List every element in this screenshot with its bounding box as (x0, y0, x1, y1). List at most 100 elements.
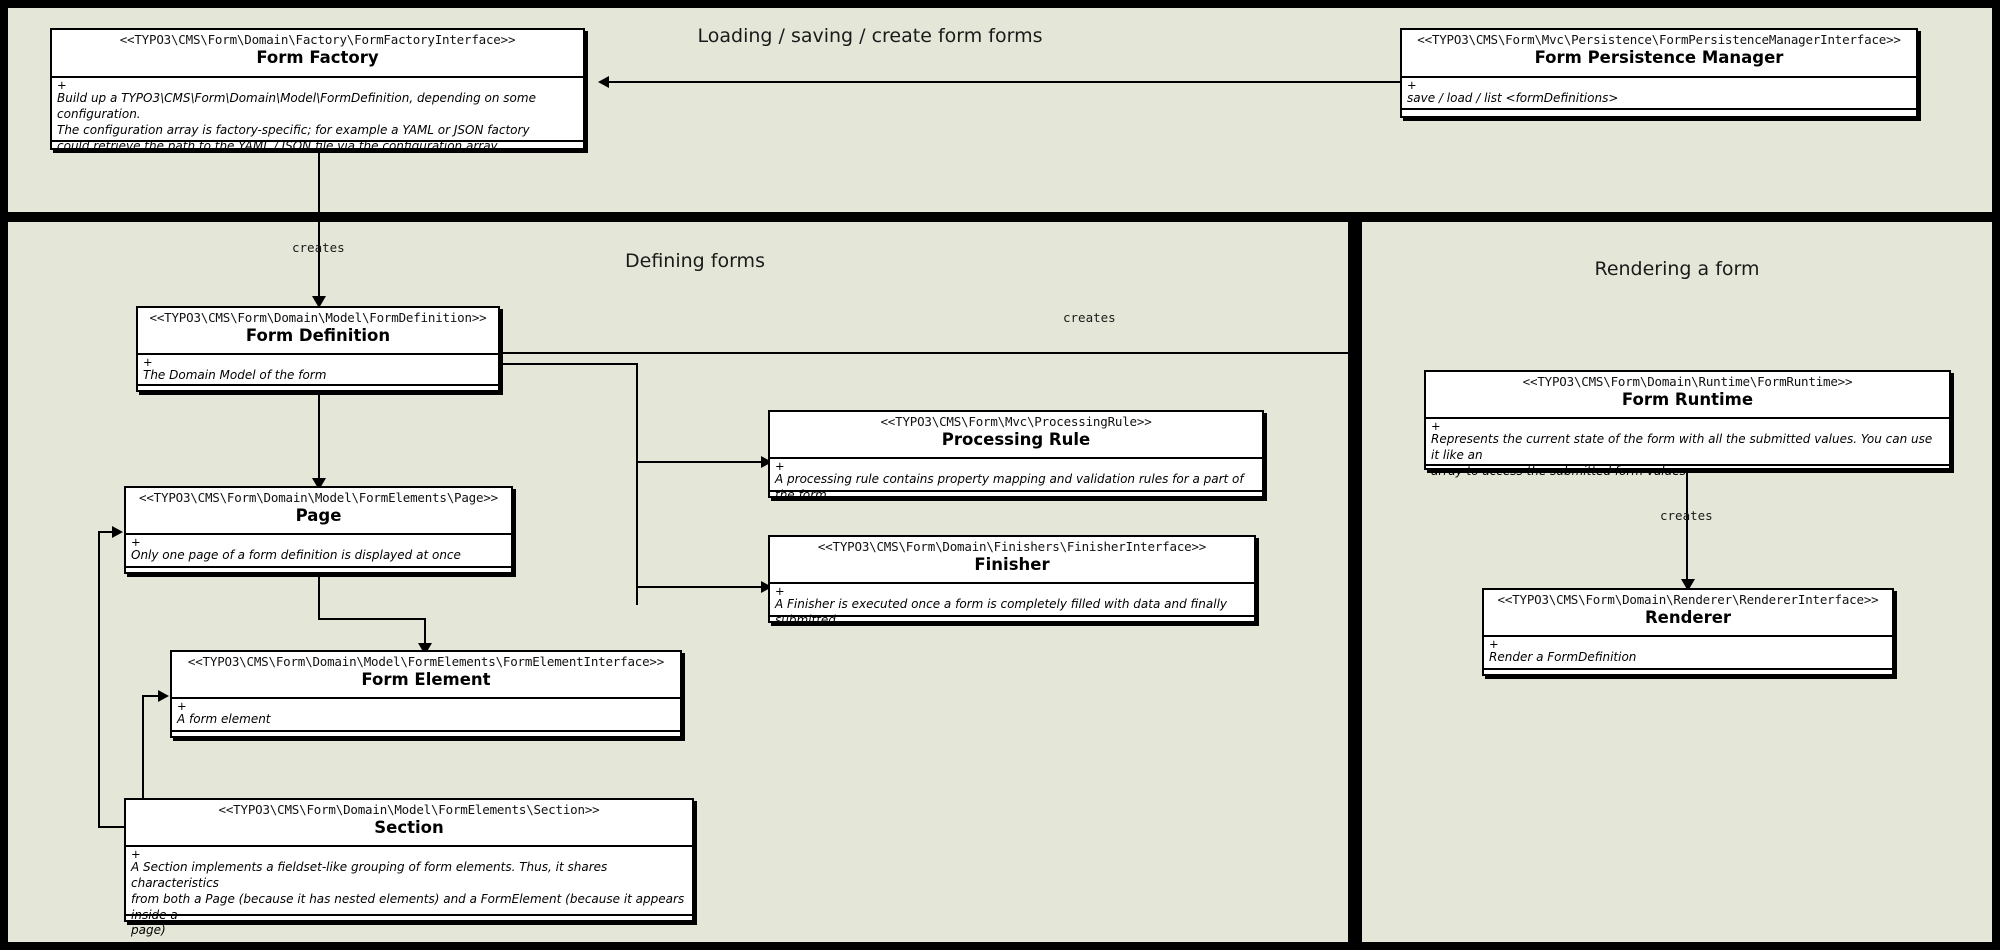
panel-defining-forms-title: Defining forms (625, 250, 765, 272)
class-footer (126, 916, 692, 922)
visibility-marker: + (1431, 419, 1441, 433)
edge-section-to-page-vline-up (98, 531, 100, 828)
class-header-page: <<TYPO3\CMS\Form\Domain\Model\FormElemen… (126, 488, 511, 535)
edge-page-to-element-vline1 (318, 572, 320, 620)
class-box-form-element[interactable]: <<TYPO3\CMS\Form\Domain\Model\FormElemen… (170, 650, 682, 738)
class-header-form-runtime: <<TYPO3\CMS\Form\Domain\Runtime\FormRunt… (1426, 372, 1949, 419)
class-description: Build up a TYPO3\CMS\Form\Domain\Model\F… (57, 91, 536, 153)
class-description: A Finisher is executed once a form is co… (775, 597, 1228, 627)
edge-page-to-element-vline2 (424, 618, 426, 650)
visibility-marker: + (177, 699, 187, 713)
class-box-form-persistence-manager[interactable]: <<TYPO3\CMS\Form\Mvc\Persistence\FormPer… (1400, 28, 1918, 118)
class-name: Renderer (1644, 608, 1732, 628)
class-footer (1402, 110, 1916, 116)
class-name: Form Element (361, 670, 491, 690)
class-header-form-persistence-manager: <<TYPO3\CMS\Form\Mvc\Persistence\FormPer… (1402, 30, 1916, 78)
edge-definition-to-finisher-arrowhead (761, 581, 772, 593)
class-name: Form Factory (256, 48, 379, 68)
edge-definition-to-page-line (318, 390, 320, 485)
class-footer (172, 732, 680, 738)
class-box-section[interactable]: <<TYPO3\CMS\Form\Domain\Model\FormElemen… (124, 798, 694, 937)
class-header-section: <<TYPO3\CMS\Form\Domain\Model\FormElemen… (126, 800, 692, 847)
edge-section-to-element-arrowhead (158, 690, 169, 702)
class-name: Finisher (974, 555, 1050, 575)
visibility-marker: + (1407, 78, 1417, 92)
class-description: A form element (177, 712, 271, 727)
panel-rendering-a-form (1362, 222, 1992, 942)
visibility-marker: + (775, 584, 785, 598)
class-box-processing-rule[interactable]: <<TYPO3\CMS\Form\Mvc\ProcessingRule>> Pr… (768, 410, 1264, 502)
edge-label-runtime-creates-renderer: creates (1660, 508, 1713, 523)
class-box-finisher[interactable]: <<TYPO3\CMS\Form\Domain\Finishers\Finish… (768, 535, 1256, 627)
class-description: Only one page of a form definition is di… (131, 548, 461, 563)
class-box-page[interactable]: <<TYPO3\CMS\Form\Domain\Model\FormElemen… (124, 486, 513, 574)
edge-section-to-page-hline-top (98, 531, 116, 533)
visibility-marker: + (131, 535, 141, 549)
class-name: Section (374, 818, 444, 838)
class-box-form-factory[interactable]: <<TYPO3\CMS\Form\Domain\Factory\FormFact… (50, 28, 585, 153)
visibility-marker: + (1489, 637, 1499, 651)
class-description: Render a FormDefinition (1489, 650, 1637, 665)
class-footer (770, 617, 1254, 623)
edge-persistence-to-factory-arrowhead (598, 76, 609, 88)
class-stereotype: <<TYPO3\CMS\Form\Domain\Model\FormElemen… (218, 802, 600, 817)
edge-section-to-element-vline-up (142, 695, 144, 828)
visibility-marker: + (143, 355, 153, 369)
class-header-form-definition: <<TYPO3\CMS\Form\Domain\Model\FormDefini… (138, 308, 498, 355)
class-stereotype: <<TYPO3\CMS\Form\Domain\Model\FormElemen… (187, 654, 665, 669)
class-body-form-factory: + Build up a TYPO3\CMS\Form\Domain\Model… (52, 78, 583, 153)
class-name: Processing Rule (941, 430, 1091, 450)
class-header-finisher: <<TYPO3\CMS\Form\Domain\Finishers\Finish… (770, 537, 1254, 584)
class-body-page: + Only one page of a form definition is … (126, 535, 511, 568)
edge-label-factory-creates-definition: creates (292, 240, 345, 255)
class-name: Form Definition (245, 326, 391, 346)
class-description: Represents the current state of the form… (1431, 432, 1933, 478)
class-body-form-persistence-manager: + save / load / list <formDefinitions> (1402, 78, 1916, 110)
class-stereotype: <<TYPO3\CMS\Form\Domain\Finishers\Finish… (817, 539, 1207, 554)
class-stereotype: <<TYPO3\CMS\Form\Domain\Model\FormElemen… (139, 490, 498, 505)
class-stereotype: <<TYPO3\CMS\Form\Domain\Model\FormDefini… (149, 310, 487, 325)
visibility-marker: + (775, 459, 785, 473)
class-box-form-definition[interactable]: <<TYPO3\CMS\Form\Domain\Model\FormDefini… (136, 306, 500, 392)
class-body-section: + A Section implements a fieldset-like g… (126, 847, 692, 937)
class-description: A Section implements a fieldset-like gro… (131, 860, 685, 938)
edge-factory-creates-definition-line (318, 150, 320, 305)
class-box-form-runtime[interactable]: <<TYPO3\CMS\Form\Domain\Runtime\FormRunt… (1424, 370, 1951, 478)
class-header-processing-rule: <<TYPO3\CMS\Form\Mvc\ProcessingRule>> Pr… (770, 412, 1262, 459)
class-name: Form Runtime (1621, 390, 1754, 410)
class-description: The Domain Model of the form (143, 368, 327, 383)
class-name: Page (295, 506, 342, 526)
edge-definition-branch-top-stub (498, 363, 638, 365)
class-box-renderer[interactable]: <<TYPO3\CMS\Form\Domain\Renderer\Rendere… (1482, 588, 1894, 676)
class-body-form-element: + A form element (172, 699, 680, 732)
edge-page-to-element-hline (318, 618, 426, 620)
visibility-marker: + (131, 847, 141, 861)
class-header-renderer: <<TYPO3\CMS\Form\Domain\Renderer\Rendere… (1484, 590, 1892, 637)
class-name: Form Persistence Manager (1534, 48, 1784, 68)
visibility-marker: + (57, 78, 67, 92)
class-body-finisher: + A Finisher is executed once a form is … (770, 584, 1254, 627)
class-stereotype: <<TYPO3\CMS\Form\Domain\Factory\FormFact… (119, 32, 516, 47)
edge-section-to-element-hline-top (142, 695, 162, 697)
class-body-form-definition: + The Domain Model of the form (138, 355, 498, 386)
panel-rendering-a-form-title: Rendering a form (1594, 258, 1760, 280)
edge-definition-branch-vline (636, 363, 638, 605)
edge-definition-to-finisher-line (636, 586, 764, 588)
class-footer (1484, 670, 1892, 676)
edge-factory-creates-definition-arrowhead (312, 296, 326, 308)
class-description: A processing rule contains property mapp… (775, 472, 1244, 502)
class-stereotype: <<TYPO3\CMS\Form\Mvc\ProcessingRule>> (880, 414, 1152, 429)
class-body-renderer: + Render a FormDefinition (1484, 637, 1892, 670)
class-footer (770, 492, 1262, 498)
edge-label-definition-creates-runtime: creates (1063, 310, 1116, 325)
class-body-processing-rule: + A processing rule contains property ma… (770, 459, 1262, 502)
edge-definition-to-processing-rule-line (636, 461, 764, 463)
edge-persistence-to-factory-line (600, 81, 1400, 83)
panel-loading-saving-title: Loading / saving / create form forms (697, 25, 1043, 47)
edge-definition-to-processing-rule-arrowhead (761, 456, 772, 468)
class-header-form-factory: <<TYPO3\CMS\Form\Domain\Factory\FormFact… (52, 30, 583, 78)
class-header-form-element: <<TYPO3\CMS\Form\Domain\Model\FormElemen… (172, 652, 680, 699)
class-stereotype: <<TYPO3\CMS\Form\Domain\Runtime\FormRunt… (1522, 374, 1853, 389)
class-stereotype: <<TYPO3\CMS\Form\Mvc\Persistence\FormPer… (1417, 32, 1901, 47)
